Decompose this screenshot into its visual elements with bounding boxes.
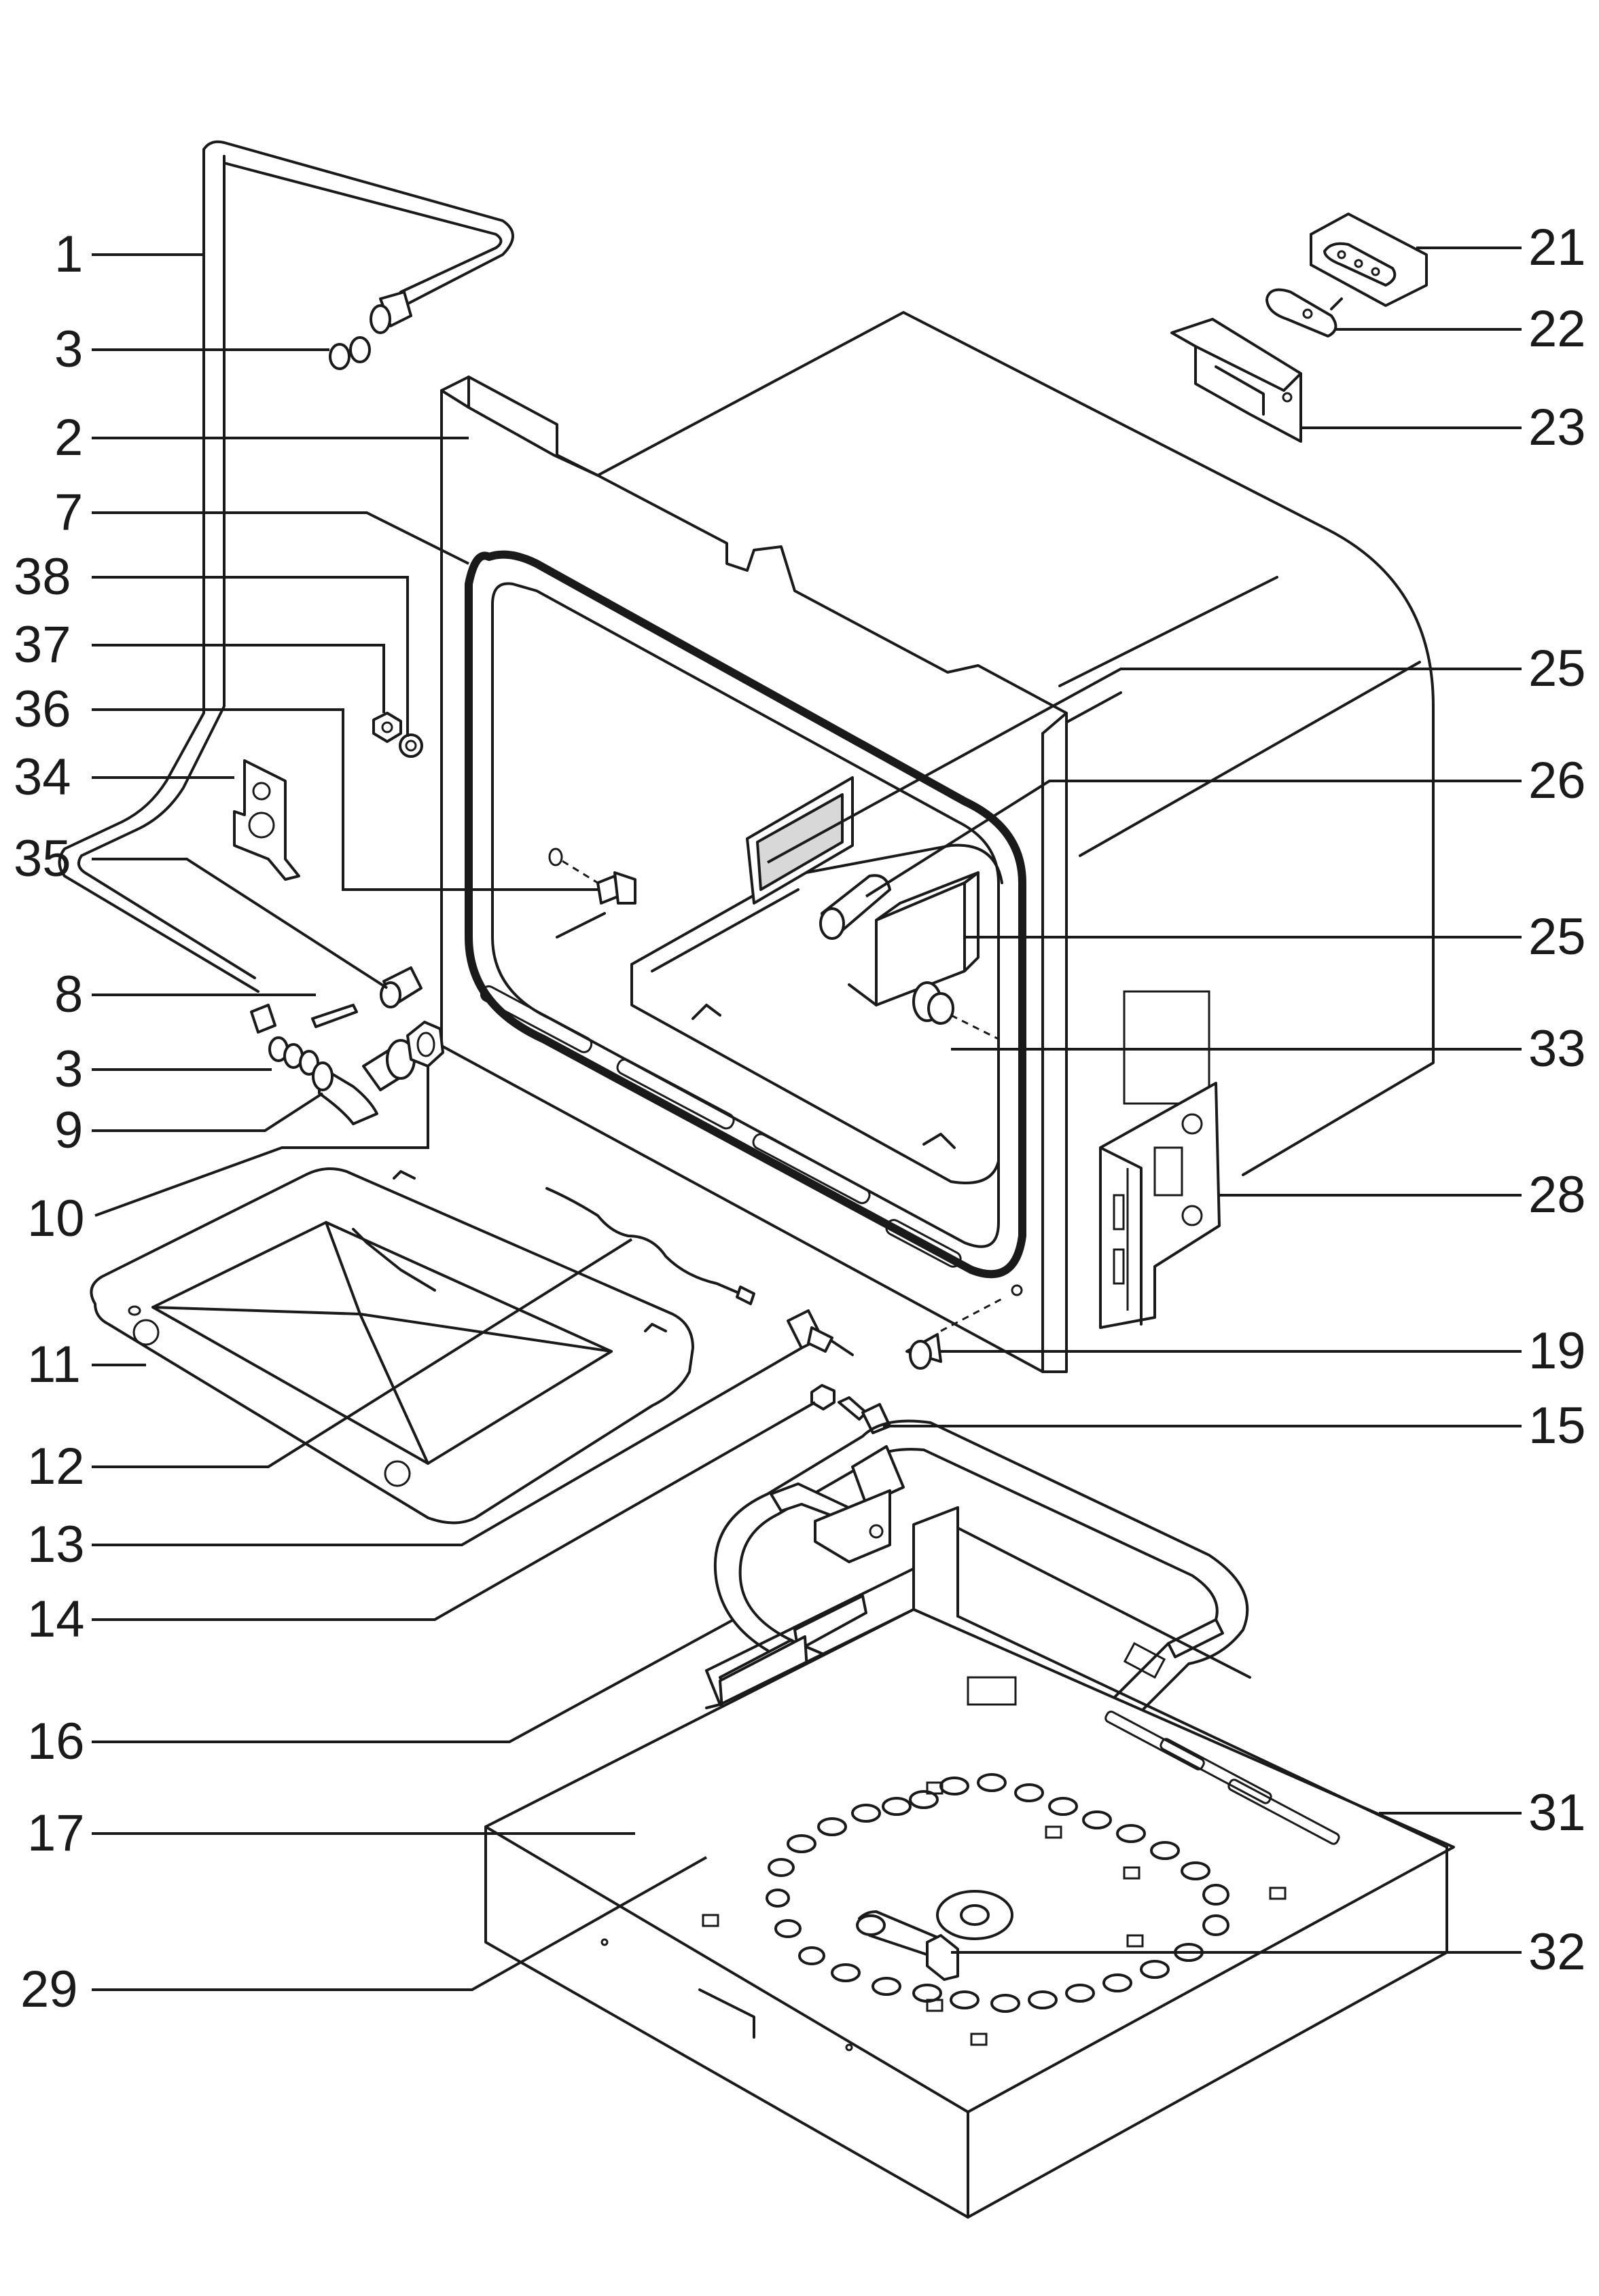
tray-square-holes — [702, 1781, 1287, 2046]
callout-labels-right: 21 22 23 25 26 25 33 28 19 15 31 32 — [1528, 219, 1586, 1981]
callout-8: 8 — [54, 966, 83, 1023]
callout-9: 9 — [54, 1101, 83, 1159]
lock-washer-part-38 — [399, 733, 423, 758]
callout-11: 11 — [27, 1336, 81, 1393]
callout-22: 22 — [1528, 300, 1586, 358]
callout-10: 10 — [27, 1190, 85, 1247]
callout-17: 17 — [27, 1804, 85, 1862]
callout-labels-left: 1 3 2 7 38 37 36 34 35 8 3 9 10 11 12 13… — [14, 225, 85, 2018]
leader-7 — [92, 511, 469, 565]
hanger-plate-part-28 — [1099, 1082, 1221, 1329]
callout-37: 37 — [14, 616, 71, 674]
leader-10 — [94, 1066, 429, 1217]
leader-38 — [92, 576, 409, 737]
o-rings-part-3-top — [329, 336, 371, 370]
callout-35: 35 — [14, 830, 71, 888]
cover-plate-part-23 — [1170, 318, 1302, 443]
leader-14 — [92, 1401, 816, 1621]
nut-part-14 — [810, 1384, 836, 1410]
callout-1: 1 — [54, 225, 83, 283]
leader-26 — [865, 780, 1522, 898]
leader-12 — [92, 1238, 633, 1468]
oven-casing — [596, 311, 1435, 1176]
nut-part-37 — [372, 712, 402, 743]
callout-34: 34 — [14, 748, 71, 806]
callout-25-top: 25 — [1528, 640, 1586, 697]
callout-29: 29 — [20, 1961, 78, 2018]
callout-28: 28 — [1528, 1166, 1586, 1224]
callout-12: 12 — [27, 1438, 85, 1495]
grille-part-25 — [746, 776, 854, 905]
callout-15: 15 — [1528, 1397, 1586, 1455]
plug-part-21 — [1310, 213, 1428, 307]
connector-part-35 — [380, 966, 423, 1008]
callout-23: 23 — [1528, 399, 1586, 456]
thermocouple-part-15 — [838, 1396, 891, 1434]
callout-21: 21 — [1528, 219, 1586, 276]
pin-part-8 — [311, 1004, 358, 1028]
callout-7: 7 — [54, 484, 83, 541]
water-pipe-part-1 — [58, 140, 514, 993]
callout-25-bottom: 25 — [1528, 908, 1586, 966]
leader-9 — [92, 1092, 324, 1132]
grommet-part-33 — [912, 981, 999, 1040]
callout-36: 36 — [14, 680, 71, 738]
callout-16: 16 — [27, 1713, 85, 1770]
door-gasket-part-7 — [465, 550, 1026, 1279]
gas-pipe-part-32 — [856, 1890, 1013, 1981]
rivet-part-19 — [905, 1284, 1023, 1370]
callout-31: 31 — [1528, 1784, 1586, 1842]
pipe-end-and-o-rings-part-3 — [250, 1004, 319, 1076]
callout-2: 2 — [54, 409, 83, 467]
lamp-part-26 — [819, 874, 891, 940]
base-tray-part-31 — [484, 1506, 1455, 2219]
door-inner-panel-part-11 — [90, 1167, 694, 1525]
nut-part-10 — [406, 1021, 444, 1068]
leader-16 — [92, 1618, 734, 1743]
callout-3-bottom: 3 — [54, 1040, 83, 1098]
callout-38: 38 — [14, 548, 71, 606]
leader-13 — [92, 1347, 803, 1546]
leader-35 — [92, 858, 389, 989]
oven-cavity-interior — [480, 843, 1003, 1268]
callout-3-top: 3 — [54, 321, 83, 378]
elbow-fitting-part-9 — [312, 1039, 416, 1125]
bracket-part-34 — [233, 759, 300, 881]
callout-13: 13 — [27, 1516, 85, 1573]
callout-33: 33 — [1528, 1020, 1586, 1078]
socket-part-22 — [1265, 288, 1343, 338]
callout-26: 26 — [1528, 752, 1586, 809]
leader-lines — [92, 247, 1522, 1991]
leader-29 — [92, 1856, 707, 1991]
callout-14: 14 — [27, 1590, 85, 1648]
callout-19: 19 — [1528, 1322, 1586, 1380]
leader-36 — [92, 708, 598, 891]
burner-bracket-part-16b — [770, 1482, 891, 1563]
cover-block-part-25b — [848, 871, 980, 1006]
screw-part-36 — [548, 848, 636, 905]
leader-37 — [92, 644, 385, 713]
callout-32: 32 — [1528, 1923, 1586, 1981]
leader-25a — [767, 668, 1522, 864]
wire-part-12 — [545, 1187, 755, 1305]
electrode-part-13 — [787, 1309, 854, 1356]
